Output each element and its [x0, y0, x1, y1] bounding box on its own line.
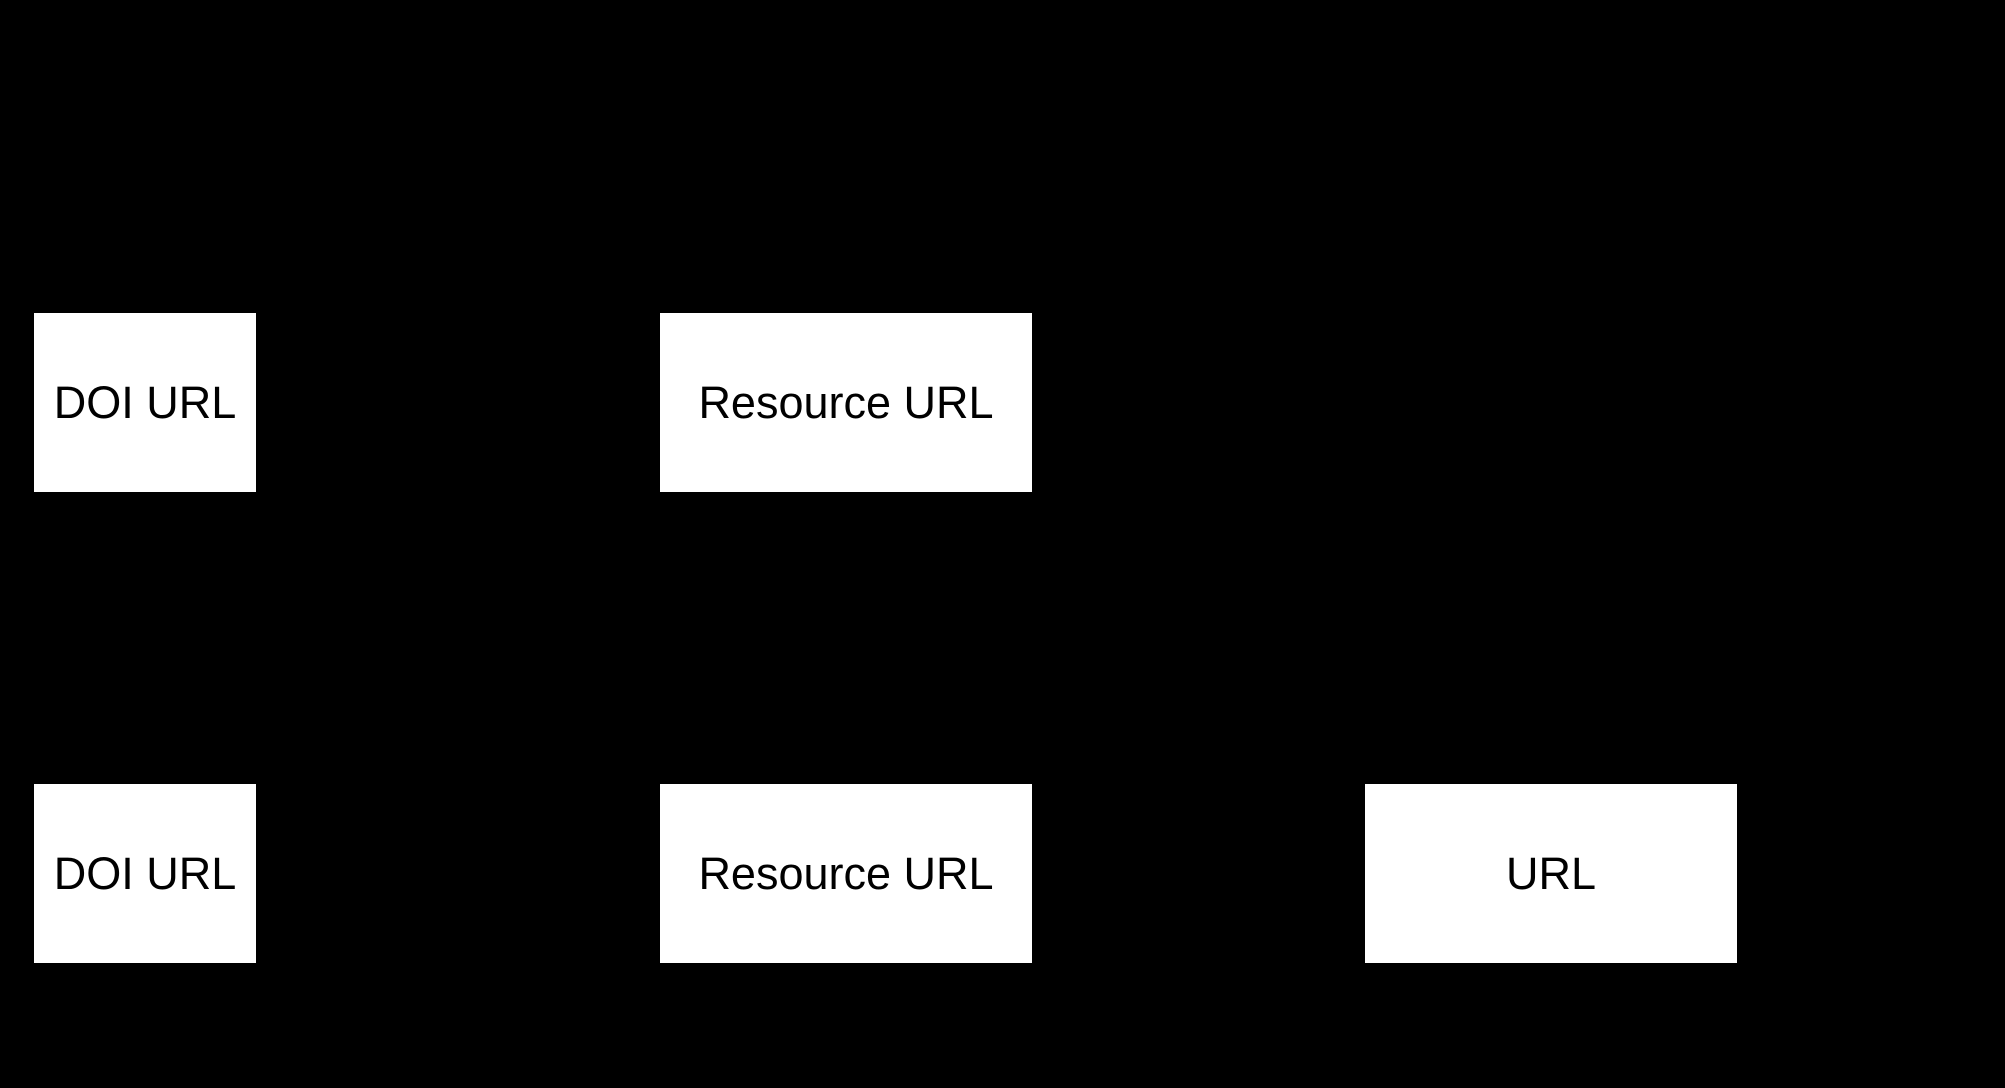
box-resource-url-top-label: Resource URL — [698, 377, 994, 428]
box-url-bottom: URL — [1365, 784, 1737, 963]
box-url-bottom-label: URL — [1505, 848, 1597, 899]
box-doi-url-top-label: DOI URL — [53, 377, 237, 428]
box-resource-url-bottom-label: Resource URL — [698, 848, 994, 899]
box-doi-url-top: DOI URL — [34, 313, 256, 492]
box-resource-url-top: Resource URL — [660, 313, 1032, 492]
box-doi-url-bottom: DOI URL — [34, 784, 256, 963]
box-resource-url-bottom: Resource URL — [660, 784, 1032, 963]
box-doi-url-bottom-label: DOI URL — [53, 848, 237, 899]
